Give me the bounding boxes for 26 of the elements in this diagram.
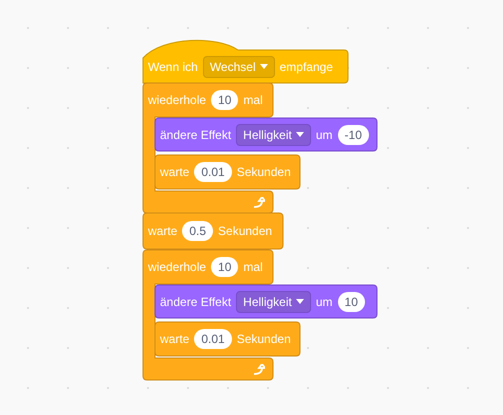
block-label: um (316, 128, 333, 142)
dropdown-menu: Wechsel (202, 56, 275, 78)
block-label: warte (160, 165, 190, 179)
dropdown-menu: Helligkeit (236, 124, 311, 146)
block-label: mal (243, 260, 263, 274)
command-block (143, 213, 283, 249)
block-label: warte (148, 224, 178, 238)
block-label: wiederhole (148, 93, 206, 107)
command-block (155, 322, 300, 356)
block-label: Sekunden (218, 224, 272, 238)
dropdown-menu: Helligkeit (236, 290, 311, 312)
command-block (155, 285, 377, 318)
block-label: Sekunden (236, 332, 291, 346)
block-label: Sekunden (236, 165, 291, 179)
block-label: wiederhole (148, 260, 206, 274)
number-input: 0.01 (194, 162, 232, 182)
block-label: empfange (280, 60, 333, 74)
block-label: warte (160, 332, 190, 346)
command-block (155, 118, 377, 151)
block-label: Wenn ich (148, 60, 198, 74)
block-label: um (316, 294, 333, 308)
command-block (155, 155, 300, 189)
block-label: ändere Effekt (160, 128, 232, 142)
block-label: ändere Effekt (160, 294, 232, 308)
block-label: mal (243, 93, 263, 107)
number-input: 0.01 (194, 329, 232, 349)
